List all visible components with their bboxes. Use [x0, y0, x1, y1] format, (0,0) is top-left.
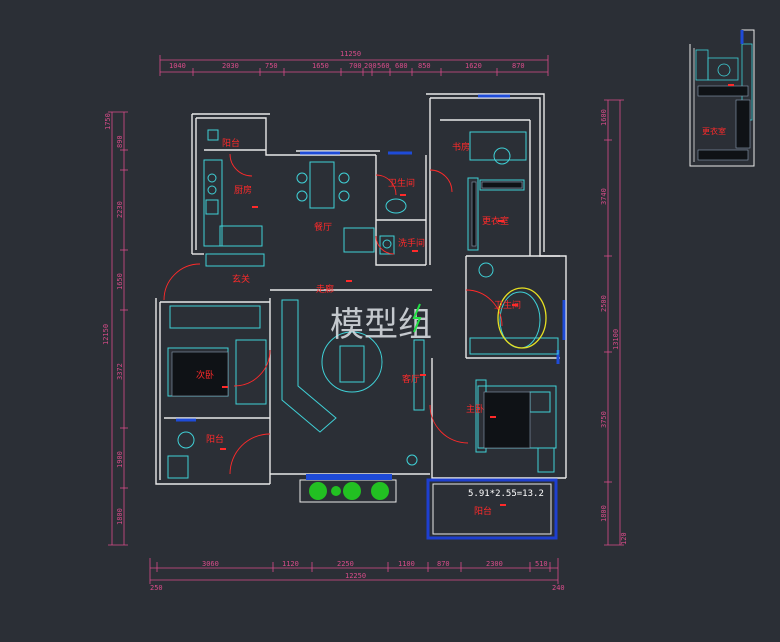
- top-dim-10: 1620: [465, 62, 482, 70]
- balcony-area-calculation: 5.91*2.55=13.2: [468, 489, 544, 499]
- bottom-dimension-chain: [149, 558, 559, 584]
- label-corridor: 走廊: [316, 283, 334, 295]
- label-master-bath: 卫生间: [494, 299, 521, 311]
- label-wash: 洗手间: [398, 237, 425, 249]
- right-dim-5: 1800: [600, 505, 608, 522]
- right-dim-2: 3740: [600, 188, 608, 205]
- label-balcony-top: 阳台: [222, 137, 240, 149]
- label-balcony-left: 阳台: [206, 433, 224, 445]
- left-dim-1: 1750: [104, 113, 112, 130]
- label-second-bedroom: 次卧: [196, 369, 214, 381]
- left-dimension-chain: [108, 111, 128, 546]
- watermark-lightning-icon: [412, 303, 422, 333]
- watermark-text: 模型组: [330, 305, 432, 345]
- bottom-dim-4: 1100: [398, 560, 415, 568]
- label-closet: 更衣室: [482, 215, 509, 227]
- top-total-dimension: 11250: [340, 50, 361, 58]
- label-balcony-bottom: 阳台: [474, 505, 492, 517]
- top-dim-6: 200: [364, 62, 377, 70]
- bottom-end-left: 250: [150, 584, 163, 592]
- top-dim-5: 700: [349, 62, 362, 70]
- bottom-total-dimension: 12250: [345, 572, 366, 580]
- wall-outlines: [155, 93, 567, 485]
- inset-detail: [689, 29, 755, 167]
- windows: [176, 94, 566, 422]
- label-study: 书房: [452, 141, 470, 153]
- label-guest-bath: 卫生间: [388, 177, 415, 189]
- right-dim-3: 2500: [600, 295, 608, 312]
- top-dim-4: 1650: [312, 62, 329, 70]
- right-dimension-chain: [604, 99, 624, 546]
- bottom-dim-1: 3060: [202, 560, 219, 568]
- bottom-dim-5: 870: [437, 560, 450, 568]
- bottom-balcony: [426, 478, 558, 540]
- bottom-dim-2: 1120: [282, 560, 299, 568]
- top-dim-7: 560: [377, 62, 390, 70]
- red-markers: [220, 194, 518, 506]
- right-total-dimension: 13100: [612, 329, 620, 350]
- left-dim-5: 3372: [116, 363, 124, 380]
- planter-box: [299, 474, 397, 503]
- hatched-furniture: [171, 181, 531, 449]
- top-dim-11: 870: [512, 62, 525, 70]
- bathtub-outline: [497, 287, 547, 349]
- left-dim-4: 1650: [116, 273, 124, 290]
- bottom-dim-6: 2300: [486, 560, 503, 568]
- top-dim-1: 1040: [169, 62, 186, 70]
- left-dim-6: 1900: [116, 451, 124, 468]
- top-dimension-chain: [159, 55, 549, 76]
- top-dim-8: 680: [395, 62, 408, 70]
- top-dim-2: 2030: [222, 62, 239, 70]
- label-master-bedroom: 主卧: [466, 403, 484, 415]
- label-inset-closet: 更衣室: [702, 126, 726, 136]
- right-dim-4: 3750: [600, 411, 608, 428]
- label-dining: 餐厅: [314, 221, 332, 233]
- left-dim-3: 2230: [116, 201, 124, 218]
- right-dim-1: 1600: [600, 109, 608, 126]
- left-total-dimension: 12150: [102, 324, 110, 345]
- label-kitchen: 厨房: [234, 184, 252, 196]
- bottom-dim-3: 2250: [337, 560, 354, 568]
- top-dim-9: 850: [418, 62, 431, 70]
- door-swings: [163, 153, 503, 475]
- left-dim-2: 890: [116, 135, 124, 148]
- left-dim-7: 1800: [116, 508, 124, 525]
- top-dim-3: 750: [265, 62, 278, 70]
- bottom-end-right: 240: [552, 584, 565, 592]
- right-dim-6: 120: [620, 532, 628, 545]
- label-entry: 玄关: [232, 273, 250, 285]
- label-living: 客厅: [402, 373, 420, 385]
- bottom-dim-7: 510: [535, 560, 548, 568]
